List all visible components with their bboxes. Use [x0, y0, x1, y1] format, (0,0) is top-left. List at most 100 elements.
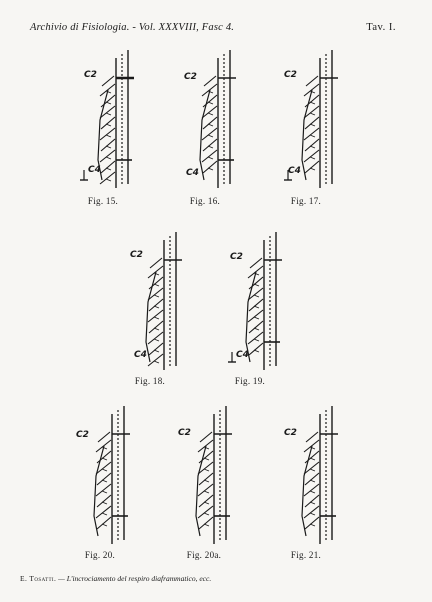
hatch-stroke — [100, 116, 116, 130]
hatch-stroke — [201, 105, 218, 119]
c2-pointer — [305, 75, 319, 87]
hatch-tick — [207, 101, 214, 105]
hatch-stroke — [100, 138, 116, 152]
hatch-tick — [253, 327, 260, 331]
hatch-stroke — [303, 483, 320, 497]
figure-19: C2 C4 — [226, 232, 298, 370]
hatch-stroke — [147, 265, 164, 279]
plate-number: Tav. I. — [366, 22, 396, 33]
hatch-tick — [105, 101, 112, 105]
hatch-stroke — [197, 439, 214, 453]
hatch-stroke — [96, 516, 112, 530]
figure-16-label-bottom: C4 — [186, 168, 199, 178]
hatch-stroke — [247, 287, 264, 301]
hatch-stroke — [303, 439, 320, 453]
figure-21-caption: Fig. 21. — [290, 550, 322, 560]
hatch-tick — [253, 283, 260, 287]
c2-pointer — [203, 75, 217, 87]
figure-16-drawing — [199, 50, 236, 188]
hatch-tick — [153, 305, 160, 309]
hatch-stroke — [304, 472, 320, 486]
hatch-stroke — [198, 516, 214, 530]
hatch-tick — [105, 145, 112, 149]
figure-20: C2 — [74, 406, 146, 544]
hatch-stroke — [201, 83, 218, 97]
hatch-tick — [105, 178, 112, 182]
c2-pointer — [101, 75, 115, 87]
figure-19-label-bottom: C4 — [236, 350, 249, 360]
hatch-tick — [101, 468, 108, 472]
hatch-tick — [105, 90, 112, 94]
hatch-stroke — [147, 309, 164, 323]
hatch-stroke — [198, 450, 214, 464]
c2-pointer — [97, 431, 111, 443]
figure-18: C2 C4 — [126, 232, 198, 370]
hatch-stroke — [202, 94, 218, 108]
hatch-tick — [203, 512, 210, 516]
hatch-tick — [105, 167, 112, 171]
hatch-stroke — [303, 83, 320, 97]
hatch-tick — [153, 294, 160, 298]
hatch-tick — [105, 112, 112, 116]
hatch-stroke — [197, 505, 214, 519]
hatch-tick — [309, 468, 316, 472]
hatch-stroke — [304, 516, 320, 530]
hatch-tick — [105, 123, 112, 127]
hatch-tick — [153, 349, 160, 353]
hatch-stroke — [99, 127, 116, 141]
hatch-stroke — [303, 149, 320, 163]
hatch-stroke — [148, 298, 164, 312]
figure-16-caption: Fig. 16. — [189, 196, 221, 206]
figure-18-caption: Fig. 18. — [134, 376, 166, 386]
hatch-stroke — [248, 298, 264, 312]
hatch-tick — [253, 316, 260, 320]
hatch-stroke — [303, 127, 320, 141]
hatch-stroke — [248, 320, 264, 334]
hatch-stroke — [201, 127, 218, 141]
hatch-tick — [153, 327, 160, 331]
hatch-stroke — [198, 494, 214, 508]
hatch-tick — [253, 294, 260, 298]
hatch-tick — [101, 523, 108, 527]
hatch-stroke — [148, 342, 164, 356]
hatch-stroke — [304, 160, 320, 174]
figure-17: C2 C4 — [282, 50, 354, 188]
hatch-tick — [203, 479, 210, 483]
hatch-tick — [105, 156, 112, 160]
hatch-tick — [309, 501, 316, 505]
figure-15-label-bottom: C4 — [88, 165, 101, 175]
hatch-tick — [153, 338, 160, 342]
hatch-stroke — [99, 149, 116, 163]
hatch-tick — [309, 457, 316, 461]
figure-20-caption: Fig. 20. — [84, 550, 116, 560]
figure-16: C2 C4 — [180, 50, 252, 188]
hatch-stroke — [247, 309, 264, 323]
hatch-stroke — [303, 461, 320, 475]
footer-title: — L'incrociamento del respiro diaframmat… — [58, 574, 212, 583]
figure-19-drawing — [228, 232, 282, 370]
hatch-stroke — [304, 138, 320, 152]
figure-19-label-top: C2 — [230, 252, 243, 262]
hatch-stroke — [95, 461, 112, 475]
hatch-stroke — [201, 149, 218, 163]
hatch-stroke — [247, 331, 264, 345]
figure-21-label-top: C2 — [284, 428, 297, 438]
figure-20a-drawing — [195, 406, 232, 544]
hatch-stroke — [197, 461, 214, 475]
hatch-tick — [203, 468, 210, 472]
figure-20a: C2 — [176, 406, 248, 544]
hatch-tick — [153, 283, 160, 287]
c2-pointer — [149, 257, 163, 269]
hatch-tick — [101, 490, 108, 494]
hatch-stroke — [147, 353, 164, 367]
figure-20-label-top: C2 — [76, 430, 89, 440]
hatch-tick — [207, 112, 214, 116]
figure-15: C2 C4 — [78, 50, 150, 188]
figure-20a-caption: Fig. 20a. — [186, 550, 222, 560]
hatch-tick — [207, 145, 214, 149]
hatch-stroke — [95, 505, 112, 519]
figure-21: C2 — [282, 406, 354, 544]
hatch-tick — [203, 457, 210, 461]
hatch-stroke — [100, 94, 116, 108]
hatch-tick — [207, 156, 214, 160]
